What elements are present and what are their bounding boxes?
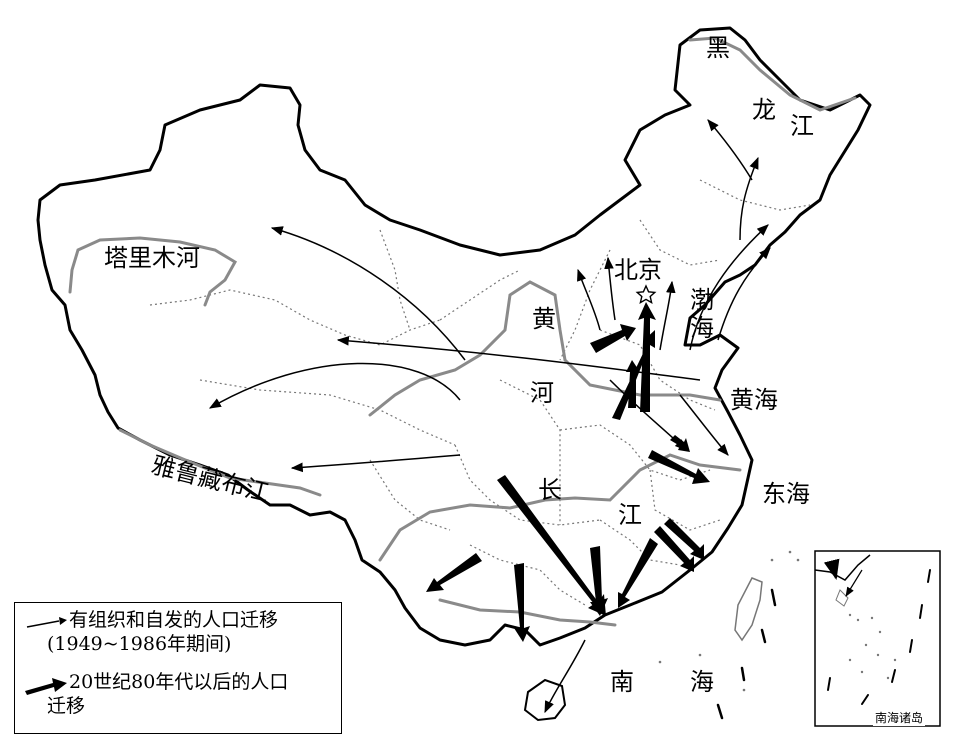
thick-arrow-jiangsu (670, 435, 690, 452)
label-bohai-2: 海 (690, 314, 714, 342)
rivers (68, 36, 857, 627)
arrow-northeast-2 (717, 247, 771, 341)
thick-arrow-guangdong-2 (590, 546, 608, 616)
thick-arrow-guangdong-3 (514, 563, 530, 642)
thick-arrow-fujian-1 (618, 538, 658, 608)
label-changjiang-1: 长 (538, 476, 562, 504)
label-south-sea-1: 南 (610, 668, 634, 696)
arrow-from-east-xinjiang (336, 336, 701, 381)
thick-arrow-shanghai (648, 450, 710, 484)
arrow-to-west (290, 454, 461, 473)
label-heilongjiang-1: 黑 (706, 34, 730, 62)
arrow-to-hainan (544, 639, 586, 714)
national-border (36, 26, 872, 647)
label-tarim-river: 塔里木河 (104, 244, 200, 272)
label-heilongjiang-2: 龙 (752, 96, 776, 124)
thin-arrows (208, 119, 841, 714)
sea-dots (658, 550, 800, 692)
south-sea-inset-map (814, 554, 931, 705)
label-yellow-river-2: 河 (530, 379, 554, 407)
legend-thin-label-1: 有组织和自发的人口迁移 (69, 609, 279, 631)
arrow-heilongjiang-2 (707, 119, 753, 181)
legend: 有组织和自发的人口迁移 (1949~1986年期间) 20世纪80年代以后的人口… (14, 602, 342, 734)
label-yellow-sea: 黄海 (730, 386, 778, 414)
heilongjiang-river (688, 36, 857, 112)
thick-arrow-guangdong-1 (497, 475, 606, 616)
nine-dash-line (716, 588, 777, 720)
label-heilongjiang-3: 江 (790, 112, 814, 140)
legend-thick-label-1: 20世纪80年代以后的人口 (69, 671, 289, 693)
yellow-river (368, 280, 722, 417)
thick-arrow-fujian-2 (654, 526, 694, 572)
arrow-inner-mongolia-1 (577, 268, 601, 331)
thick-arrow-fujian-3 (664, 518, 704, 560)
arrow-to-xinjiang (270, 226, 466, 361)
label-changjiang-2: 江 (618, 501, 642, 529)
legend-thick-label-2: 迁移 (47, 695, 86, 717)
legend-thick-arrow-icon (25, 678, 67, 695)
arrow-north-1 (659, 280, 676, 351)
inset-label-south-sea-islands: 南海诸岛 (873, 709, 926, 726)
arrow-east (679, 394, 729, 456)
arrow-inner-mongolia-2 (604, 256, 616, 321)
label-yellow-river-1: 黄 (532, 305, 556, 333)
pearl-river (438, 598, 617, 627)
south-sea-inset-frame (814, 550, 941, 727)
legend-thin-label-2: (1949~1986年期间) (47, 633, 232, 655)
arrow-heilongjiang-1 (739, 156, 759, 241)
tarim-river (68, 236, 238, 307)
yangtze-river (378, 453, 742, 562)
beijing-star-icon (635, 284, 657, 305)
taiwan-island (734, 577, 763, 642)
hainan-island (523, 678, 567, 722)
label-beijing: 北京 (614, 256, 662, 284)
province-boundaries (149, 179, 811, 606)
thick-arrows (426, 302, 710, 642)
label-south-sea-2: 海 (690, 668, 714, 696)
arrow-northeast-1 (689, 224, 769, 351)
yarlung-river (118, 428, 322, 497)
legend-thin-arrow-icon (26, 617, 67, 628)
thick-arrow-guangxi (426, 553, 482, 592)
thick-arrow-beijing-4 (626, 360, 640, 408)
label-bohai-1: 渤 (690, 286, 714, 314)
thick-arrow-beijing-2 (590, 324, 636, 353)
label-east-sea: 东海 (762, 480, 810, 508)
thick-arrow-beijing-1 (638, 302, 656, 412)
arrow-to-tibet (208, 362, 461, 409)
